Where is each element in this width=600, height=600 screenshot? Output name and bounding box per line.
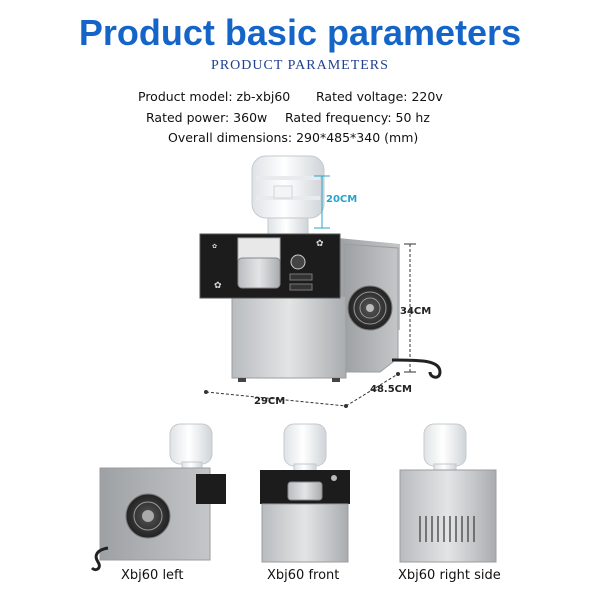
spec-model: Product model: zb-xbj60 [138, 89, 291, 104]
spec-frequency: Rated frequency: 50 hz [285, 110, 430, 125]
fan-vent-icon [347, 285, 393, 331]
main-machine: ✿ ✿ ✿ [199, 155, 442, 382]
left-view-machine [90, 423, 226, 572]
right-view-machine [399, 423, 497, 563]
page-subtitle: PRODUCT PARAMETERS [211, 58, 389, 73]
svg-text:✿: ✿ [212, 243, 217, 250]
width-label: 29CM [254, 396, 285, 407]
water-bottle [251, 155, 325, 239]
bottle-height-label: 20CM [326, 194, 357, 205]
front-view-machine [260, 423, 350, 563]
caption-left-view: Xbj60 left [121, 568, 184, 583]
dimension-lines [204, 175, 416, 408]
height-label: 34CM [400, 306, 431, 317]
depth-label: 48.5CM [370, 384, 412, 395]
spec-dimensions: Overall dimensions: 290*485*340 (mm) [168, 130, 419, 145]
vent-grille-icon [419, 516, 475, 542]
page-title: Product basic parameters [78, 12, 522, 53]
svg-text:✿: ✿ [214, 281, 222, 291]
svg-text:✿: ✿ [316, 239, 324, 249]
spec-voltage: Rated voltage: 220v [316, 89, 443, 104]
caption-right-view: Xbj60 right side [398, 568, 501, 583]
spec-power: Rated power: 360w [146, 110, 268, 125]
caption-front-view: Xbj60 front [267, 568, 340, 583]
